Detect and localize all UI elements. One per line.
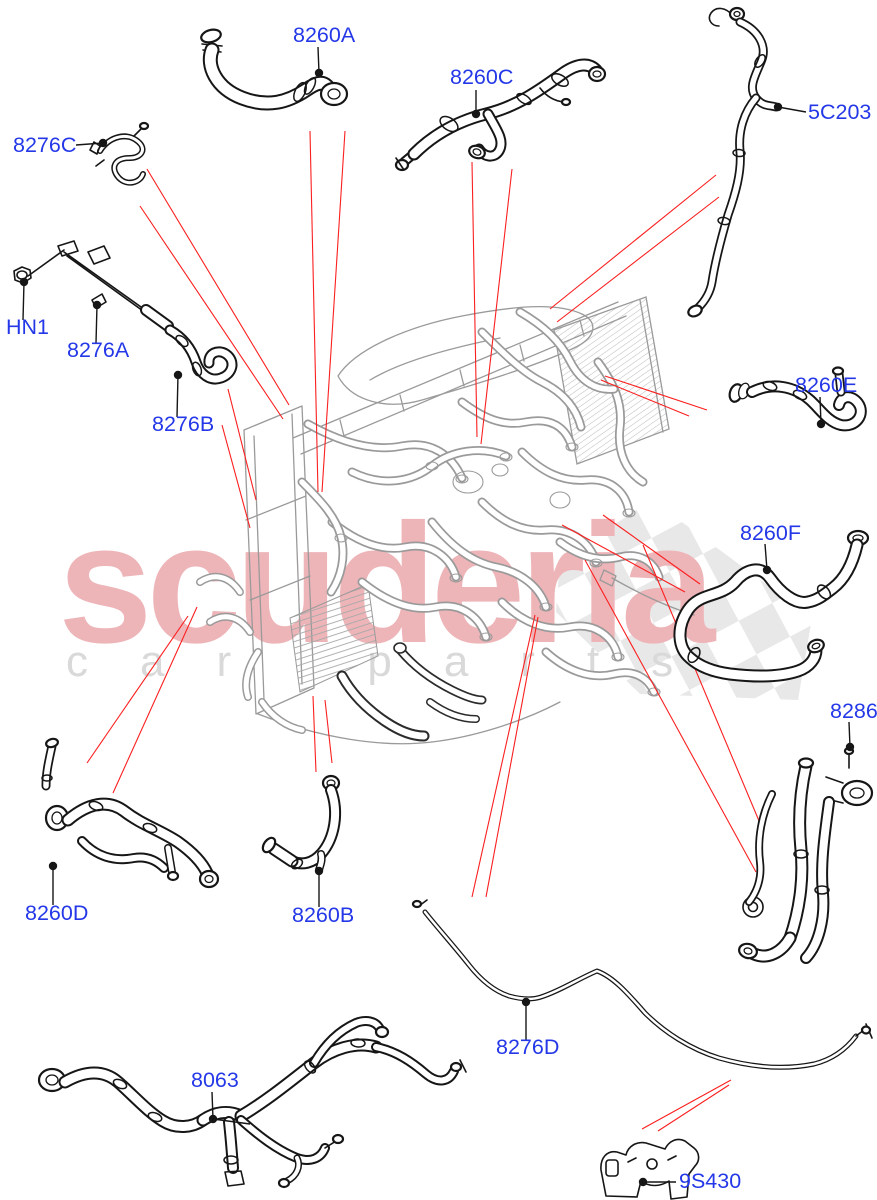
part-5C203 (687, 6, 781, 318)
part-8276C (89, 121, 150, 186)
label-8286: 8286 (830, 699, 877, 723)
label-8260D: 8260D (25, 901, 88, 925)
label-8260B: 8260B (292, 903, 354, 927)
part-8260E (728, 366, 867, 432)
label-8260F: 8260F (740, 521, 801, 545)
label-8276C: 8276C (13, 133, 76, 157)
red-locator-lines (86, 130, 763, 1132)
label-8276B: 8276B (152, 412, 214, 436)
label-8276D: 8276D (496, 1035, 559, 1059)
part-9S430 (600, 1138, 700, 1200)
label-5C203: 5C203 (808, 100, 871, 124)
part-8276A-8276B (27, 240, 238, 385)
part-8260A (200, 28, 349, 111)
callout-dots (19, 68, 855, 1187)
part-8276D (411, 899, 873, 1070)
black-leader-lines (22, 46, 851, 1183)
label-8276A: 8276A (67, 338, 130, 362)
label-9S430: 9S430 (679, 1169, 741, 1193)
part-8260C (394, 58, 607, 172)
label-8260C: 8260C (450, 65, 513, 89)
engine-assembly-illustration (196, 296, 695, 745)
part-8260B (261, 774, 342, 874)
part-8260D (41, 737, 220, 889)
label-8260E: 8260E (795, 373, 857, 397)
callout-labels: 8260A 8260C 5C203 8276C HN1 8276A 8276B … (6, 23, 877, 1193)
label-8063: 8063 (191, 1068, 239, 1092)
label-HN1: HN1 (6, 315, 49, 339)
part-8286 (738, 746, 874, 964)
engine-lower-hoses (336, 642, 487, 742)
part-8260F (673, 529, 870, 683)
part-8063 (37, 1016, 467, 1189)
label-8260A: 8260A (293, 23, 356, 47)
